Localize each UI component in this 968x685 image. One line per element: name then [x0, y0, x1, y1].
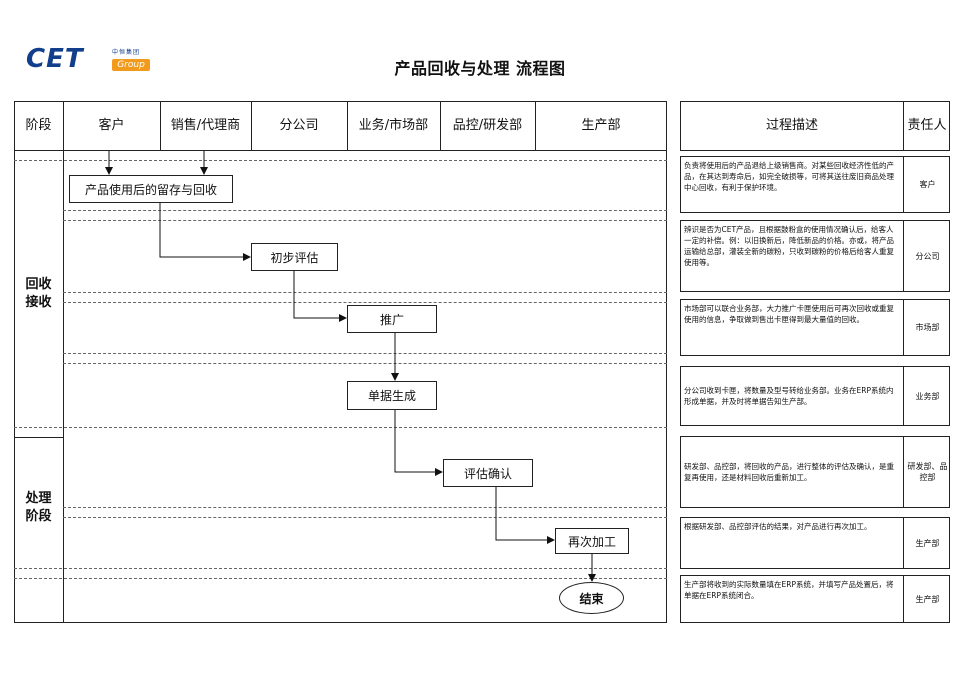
row-guide: [63, 292, 667, 293]
phase-label-line: 处理: [25, 491, 52, 506]
description-owner: 研发部、品控部: [903, 437, 951, 507]
description-row: 研发部、品控部，将回收的产品，进行整体的评估及确认，是重复再使用，还是材料回收后…: [680, 436, 950, 508]
description-text: 分公司收到卡匣，将数量及型号转给业务部。业务在ERP系统内形成单据，并及时将单据…: [684, 386, 894, 406]
phase-label-recycle: 回收 接收: [14, 276, 63, 312]
row-guide: [63, 353, 667, 354]
phase-label-line: 回收: [25, 277, 52, 292]
description-text: 根据研发部、品控部评估的结果，对产品进行再次加工。: [684, 522, 872, 531]
column-header-production: 生产部: [581, 118, 621, 133]
description-row: 负责将使用后的产品退给上级销售商。对某些回收经济性低的产品，在其达到寿命后，如完…: [680, 156, 950, 213]
description-row: 分公司收到卡匣，将数量及型号转给业务部。业务在ERP系统内形成单据，并及时将单据…: [680, 366, 950, 426]
description-text: 生产部将收到的实际数量填在ERP系统，并填写产品处置后，将单据在ERP系统闭合。: [684, 580, 894, 600]
header-bottom-line: [14, 150, 667, 151]
description-row: 生产部将收到的实际数量填在ERP系统，并填写产品处置后，将单据在ERP系统闭合。…: [680, 575, 950, 623]
row-guide: [63, 302, 667, 303]
company-logo: CET 中恒集团 Group: [26, 44, 152, 76]
row-guide: [63, 507, 667, 508]
node-end: 结束: [559, 582, 624, 614]
description-owner: 分公司: [903, 221, 951, 291]
phase-label-line: 阶段: [25, 509, 52, 524]
swimlane-frame: [14, 101, 667, 623]
description-row: 市场部可以联合业务部，大力推广卡匣使用后可再次回收或重复使用的信息，争取做到售出…: [680, 299, 950, 356]
column-header-customer: 客户: [98, 118, 125, 133]
owner-header-label: 责任人: [903, 102, 950, 150]
column-header-stage: 阶段: [25, 118, 52, 133]
arrow-n2-n3: [293, 271, 347, 322]
description-text: 市场部可以联合业务部，大力推广卡匣使用后可再次回收或重复使用的信息，争取做到售出…: [684, 304, 894, 324]
description-text: 研发部、品控部，将回收的产品，进行整体的评估及确认，是重复再使用，还是材料回收后…: [684, 462, 894, 482]
description-row: 根据研发部、品控部评估的结果，对产品进行再次加工。 生产部: [680, 517, 950, 569]
column-header-business-market: 业务/市场部: [358, 118, 429, 133]
row-guide: [63, 517, 667, 518]
arrow-n5-n6: [495, 487, 555, 544]
row-guide: [63, 210, 667, 211]
arrow-n4-n5: [394, 410, 443, 476]
node-initial-evaluation: 初步评估: [251, 243, 338, 271]
row-guide: [14, 427, 667, 428]
column-header-branch: 分公司: [279, 118, 319, 133]
description-row: 辨识是否为CET产品，且根据鼓粉盒的使用情况确认后，给客人一定的补偿。例：以旧换…: [680, 220, 950, 292]
header-divider: [251, 101, 252, 151]
row-guide: [14, 578, 667, 579]
description-owner: 业务部: [903, 367, 951, 425]
node-reprocessing: 再次加工: [555, 528, 629, 554]
column-header-qc-rd: 品控/研发部: [452, 118, 523, 133]
description-owner: 市场部: [903, 300, 951, 355]
logo-brand: CET: [26, 44, 84, 74]
phase-label-process: 处理 阶段: [14, 490, 63, 526]
header-divider: [63, 101, 64, 623]
description-text: 辨识是否为CET产品，且根据鼓粉盒的使用情况确认后，给客人一定的补偿。例：以旧换…: [684, 225, 894, 267]
phase-label-line: 接收: [25, 295, 52, 310]
description-header-label: 过程描述: [765, 118, 818, 133]
logo-group-badge: Group: [112, 59, 150, 71]
row-guide: [14, 160, 667, 161]
header-divider: [160, 101, 161, 151]
row-guide: [63, 220, 667, 221]
header-divider: [440, 101, 441, 151]
node-document-generation: 单据生成: [347, 381, 437, 410]
row-guide: [63, 363, 667, 364]
description-owner: 生产部: [903, 576, 951, 622]
phase-divider: [14, 437, 63, 438]
header-divider: [347, 101, 348, 151]
header-divider: [535, 101, 536, 151]
arrow-n1-n2: [159, 203, 251, 261]
description-owner: 生产部: [903, 518, 951, 568]
description-text: 负责将使用后的产品退给上级销售商。对某些回收经济性低的产品，在其达到寿命后，如完…: [684, 161, 894, 192]
row-guide: [14, 568, 667, 569]
node-evaluation-confirm: 评估确认: [443, 459, 533, 487]
node-promotion: 推广: [347, 305, 437, 333]
description-owner: 客户: [903, 157, 951, 212]
description-header: 过程描述 责任人: [680, 101, 950, 151]
logo-chinese-name: 中恒集团: [112, 49, 141, 56]
page-title: 产品回收与处理 流程图: [394, 59, 566, 78]
node-retain-recycle: 产品使用后的留存与回收: [69, 175, 233, 203]
column-header-sales: 销售/代理商: [170, 118, 241, 133]
